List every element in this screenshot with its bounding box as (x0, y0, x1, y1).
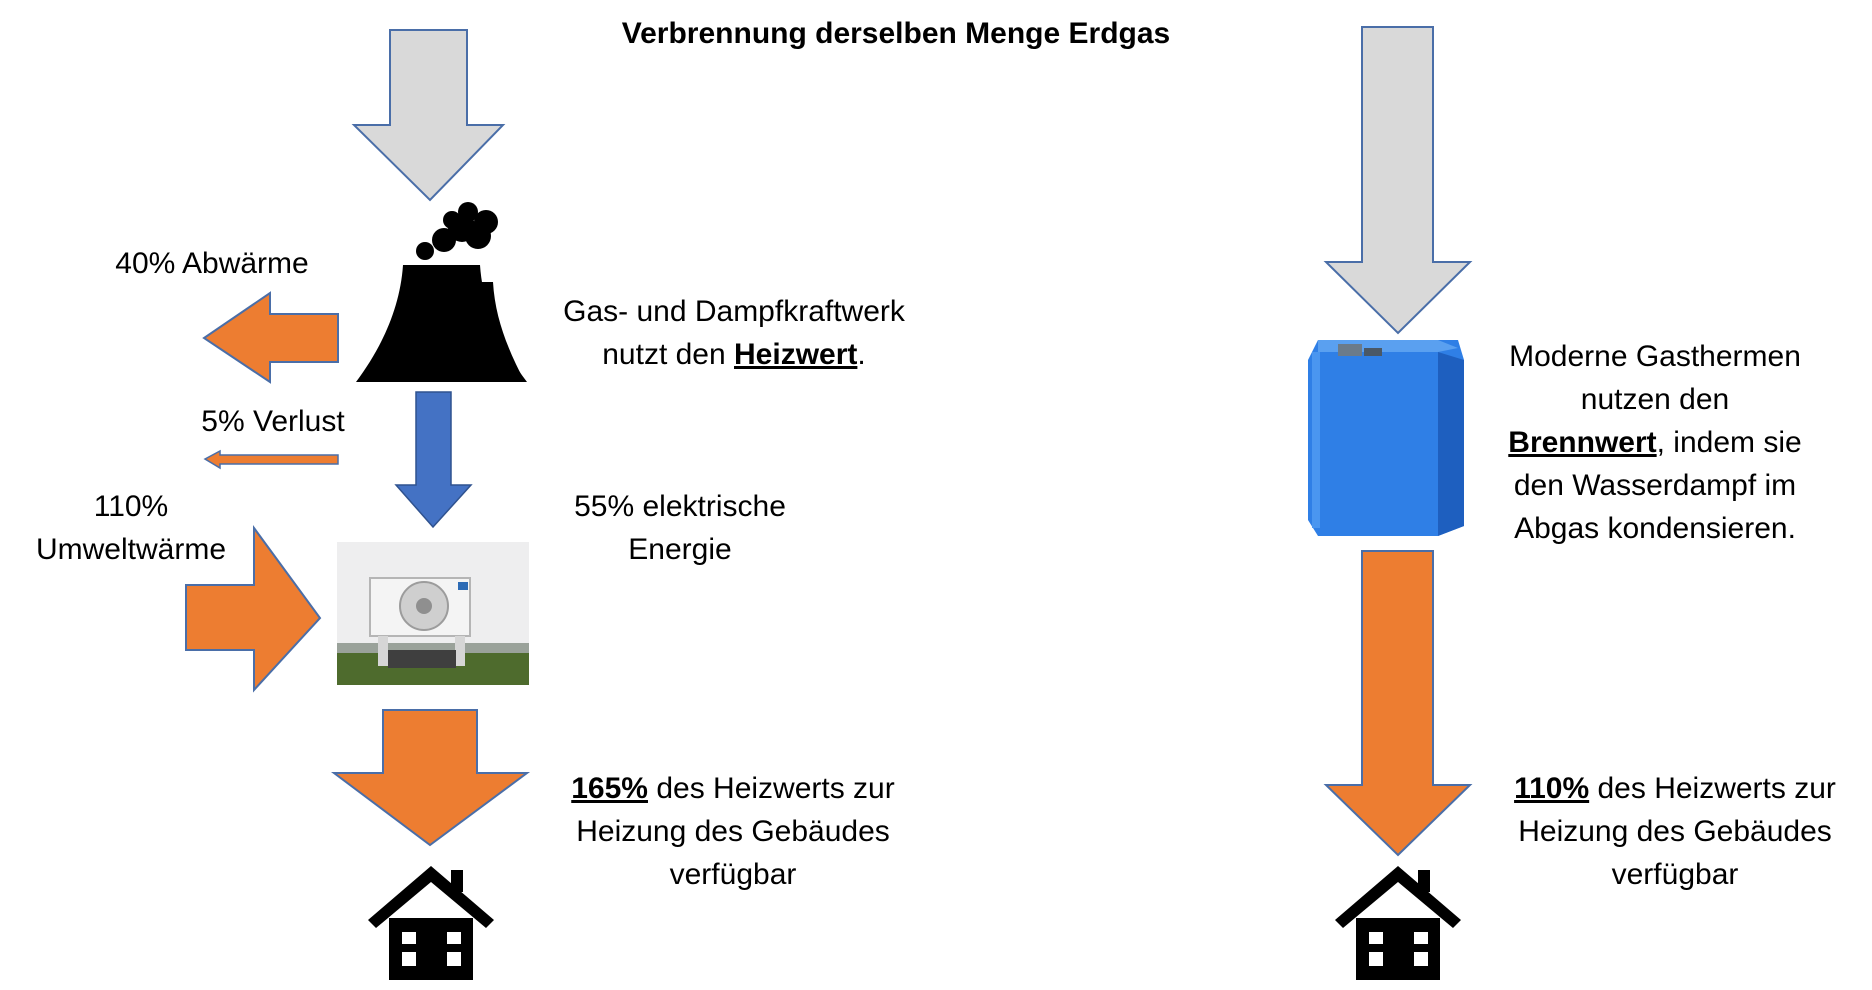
loss-label: 5% Verlust (201, 405, 345, 438)
gas-input-arrow-left (351, 29, 506, 202)
left-result-line-1: 165% des Heizwerts zur (571, 772, 895, 805)
heat-pump-image (337, 542, 529, 685)
environmental-heat-arrow (185, 524, 322, 693)
gas-boiler-line-2: nutzen den (1580, 383, 1730, 416)
waste-heat-label: 40% Abwärme (115, 247, 309, 280)
electric-energy-label: 55% elektrische Energie (545, 485, 815, 571)
electric-energy-line-1: 55% elektrische (574, 490, 786, 523)
right-result-line-3: verfügbar (1611, 858, 1739, 891)
power-plant-line-2: nutzt den Heizwert. (602, 338, 866, 371)
electric-energy-arrow (394, 391, 473, 529)
heat-output-arrow-left (331, 709, 531, 847)
gas-boiler-description: Moderne Gasthermen nutzen den Brennwert,… (1470, 335, 1840, 550)
heat-output-arrow-right (1323, 550, 1473, 857)
house-icon (368, 866, 494, 980)
gas-input-arrow-right (1323, 26, 1473, 335)
gas-boiler-line-1: Moderne Gasthermen (1509, 340, 1801, 373)
power-plant-description: Gas- und Dampfkraftwerk nutzt den Heizwe… (534, 290, 934, 376)
right-result-text: 110% des Heizwerts zur Heizung des Gebäu… (1480, 767, 1870, 896)
left-result-text: 165% des Heizwerts zur Heizung des Gebäu… (533, 767, 933, 896)
right-result-line-1: 110% des Heizwerts zur (1514, 772, 1836, 805)
environmental-heat-percent: 110% (93, 490, 169, 523)
gas-boiler-line-4: den Wasserdampf im (1513, 469, 1797, 502)
environmental-heat-label: 110% Umweltwärme (16, 485, 246, 571)
power-plant-line-1: Gas- und Dampfkraftwerk (563, 295, 905, 328)
waste-heat-arrow (202, 291, 339, 384)
electric-energy-line-2: Energie (628, 533, 732, 566)
left-result-line-3: verfügbar (669, 858, 797, 891)
gas-boiler-image (1308, 340, 1464, 536)
gas-boiler-line-3: Brennwert, indem sie (1508, 426, 1802, 459)
environmental-heat-text: Umweltwärme (35, 533, 227, 566)
power-plant-icon (356, 202, 527, 382)
left-result-line-2: Heizung des Gebäudes (576, 815, 890, 848)
house-icon (1335, 866, 1461, 980)
right-result-line-2: Heizung des Gebäudes (1518, 815, 1832, 848)
loss-arrow (203, 449, 339, 470)
diagram-title: Verbrennung derselben Menge Erdgas (621, 17, 1171, 50)
gas-boiler-line-5: Abgas kondensieren. (1514, 512, 1796, 545)
